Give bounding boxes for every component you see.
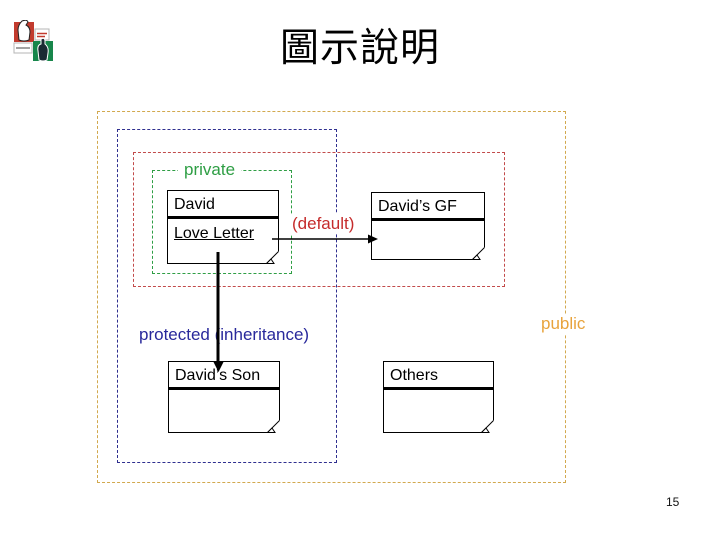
page-number: 15 [666, 495, 680, 509]
logo [13, 19, 55, 62]
label-protected: protected (inheritance) [137, 325, 312, 345]
folded-corner-icon [472, 247, 485, 260]
class-box-davids-gf: David’s GF [371, 192, 485, 260]
page-title: 圖示說明 [279, 27, 440, 70]
region-default-border [133, 152, 505, 287]
label-private: private [178, 160, 242, 180]
class-member-love-letter: Love Letter [174, 225, 255, 242]
class-box-davids-son: David’s Son [168, 361, 280, 433]
folded-corner-icon [481, 420, 494, 433]
region-public-border [97, 111, 566, 483]
logo-icon [13, 19, 53, 62]
region-protected-border [117, 129, 337, 463]
folded-corner-icon [266, 251, 279, 264]
class-box-david: David Love Letter [167, 190, 279, 264]
class-title: Others [384, 362, 493, 390]
class-body [384, 390, 493, 395]
class-body [372, 221, 484, 226]
class-title: David [168, 191, 278, 219]
class-title: David’s GF [372, 193, 484, 221]
class-body: Love Letter [168, 219, 278, 243]
label-default: (default) [290, 214, 357, 234]
class-title: David’s Son [169, 362, 279, 390]
folded-corner-icon [267, 420, 280, 433]
class-body [169, 390, 279, 395]
class-box-others: Others [383, 361, 494, 433]
label-public: public [538, 314, 589, 334]
